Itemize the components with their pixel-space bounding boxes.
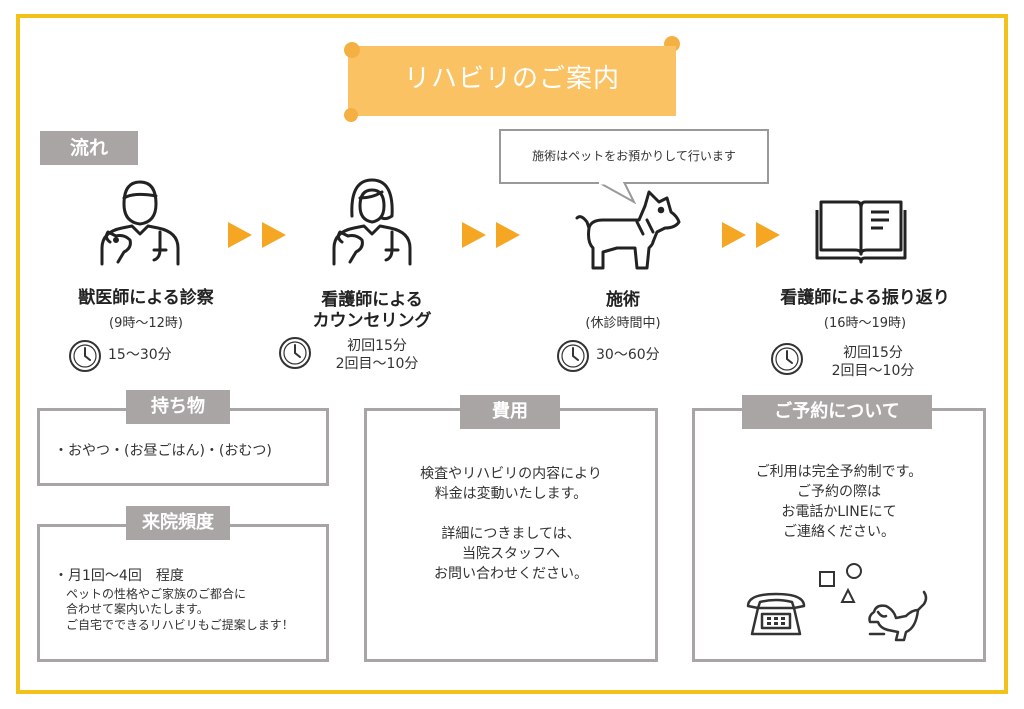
- step-title: 施術: [606, 290, 640, 310]
- reservation-text: ご利用は完全予約制です。: [755, 464, 923, 480]
- step-time: (16時〜19時): [823, 316, 907, 331]
- arrow-icon: [228, 222, 286, 248]
- playing-dog-icon: [868, 590, 928, 642]
- frequency-note: ご自宅でできるリハビリもご提案します！: [66, 618, 294, 632]
- cost-text: お問い合わせください。: [434, 566, 588, 582]
- nurse-icon: [332, 178, 412, 266]
- step-duration: 15〜30分: [108, 347, 172, 363]
- speech-bubble-text: 施術はペットをお預かりして行います: [532, 149, 736, 163]
- arrow-icon: [722, 222, 780, 248]
- frequency-box: [37, 524, 329, 662]
- reservation-box: [692, 408, 986, 662]
- shapes-icon: [819, 563, 862, 603]
- flow-label: 流れ: [40, 131, 138, 165]
- reservation-text: ご連絡ください。: [783, 524, 895, 540]
- vet-icon: [100, 180, 180, 266]
- cost-text: 料金は変動いたします。: [434, 486, 588, 502]
- step-title: 看護師による: [321, 290, 423, 310]
- speech-bubble: [499, 129, 769, 184]
- step-time: (休診時間中): [585, 316, 661, 331]
- step-title: カウンセリング: [312, 311, 432, 331]
- speech-bubble-tail: [598, 182, 637, 204]
- cost-text: 検査やリハビリの内容により: [420, 466, 602, 482]
- frequency-note: ペットの性格やご家族のご都合に: [66, 587, 247, 601]
- step-duration: 30〜60分: [596, 347, 660, 363]
- cost-text: 詳細につきましては、: [441, 526, 581, 542]
- reservation-text: お電話かLINEにて: [781, 504, 897, 520]
- frequency-note: 合わせて案内いたします。: [66, 602, 209, 616]
- clock-icon: [279, 337, 311, 369]
- clock-icon: [69, 340, 101, 372]
- page-frame: [16, 14, 1008, 694]
- cost-box: [364, 408, 658, 662]
- clock-icon: [771, 343, 803, 375]
- belongings-label: 持ち物: [126, 390, 230, 424]
- clock-icon: [557, 340, 589, 372]
- banner-curl: [344, 108, 358, 122]
- step-time: (9時〜12時): [109, 316, 183, 331]
- reservation-text: ご予約の際は: [797, 484, 881, 500]
- title-banner: [348, 46, 676, 116]
- step-duration: 2回目〜10分: [335, 356, 419, 372]
- page-title: リハビリのご案内: [403, 64, 620, 94]
- dog-icon: [575, 190, 681, 270]
- cost-text: 当院スタッフへ: [462, 546, 560, 562]
- book-icon: [815, 200, 907, 264]
- step-title: 看護師による振り返り: [780, 288, 950, 308]
- step-duration: 初回15分: [347, 338, 407, 354]
- banner-curl: [344, 42, 360, 58]
- telephone-icon: [746, 592, 806, 636]
- step-duration: 初回15分: [843, 345, 903, 361]
- reservation-label: ご予約について: [742, 395, 932, 429]
- step-duration: 2回目〜10分: [831, 363, 915, 379]
- frequency-label: 来院頻度: [126, 506, 230, 540]
- arrow-icon: [462, 222, 520, 248]
- frequency-main: ・月1回〜4回 程度: [54, 568, 184, 584]
- cost-label: 費用: [460, 395, 560, 429]
- step-title: 獣医師による診察: [78, 288, 214, 308]
- belongings-text: ・おやつ・(お昼ごはん)・(おむつ): [54, 443, 272, 459]
